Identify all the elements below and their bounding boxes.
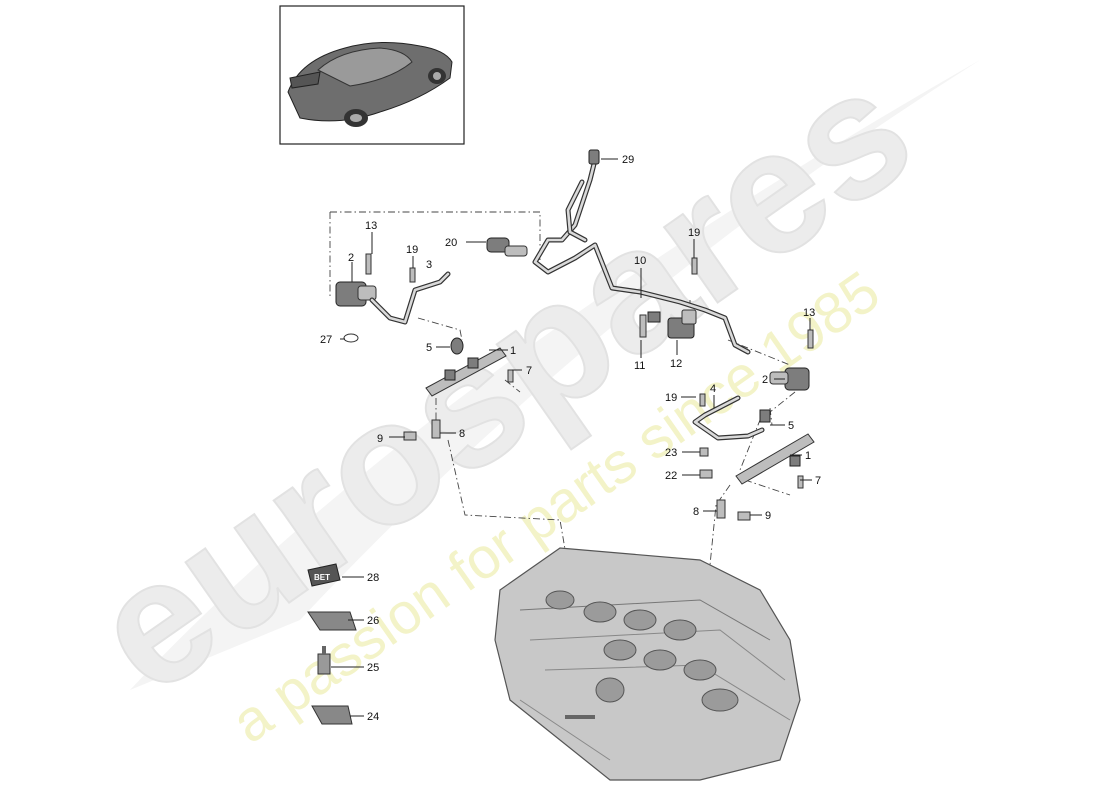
engine-block <box>494 547 801 781</box>
callout-2: 2 <box>348 252 354 264</box>
callout-10: 10 <box>634 255 646 267</box>
callout-3: 3 <box>426 259 432 271</box>
callout-28: 28 <box>367 572 379 584</box>
callout-26: 26 <box>367 615 379 627</box>
callout-labels: 29 13 19 3 20 2 27 5 1 7 9 8 10 19 11 12… <box>320 154 821 723</box>
callout-8: 8 <box>693 506 699 518</box>
callout-5: 5 <box>788 420 794 432</box>
part-26 <box>307 611 357 631</box>
pressure-sensor-12 <box>639 257 698 339</box>
callout-27: 27 <box>320 334 332 346</box>
car-thumbnail <box>279 5 465 145</box>
callout-7: 7 <box>815 475 821 487</box>
callout-25: 25 <box>367 662 379 674</box>
callout-11: 11 <box>634 360 645 372</box>
callout-29: 29 <box>622 154 634 166</box>
callout-5: 5 <box>426 342 432 354</box>
fuel-line-10 <box>532 149 751 355</box>
callout-19: 19 <box>688 227 700 239</box>
fuel-rail-left <box>403 337 514 441</box>
fuel-rail-right <box>692 393 815 521</box>
callout-9: 9 <box>765 510 771 522</box>
callout-4: 4 <box>710 383 716 395</box>
callout-1: 1 <box>510 345 516 357</box>
callout-20: 20 <box>445 237 457 249</box>
accessory-tag: BET <box>314 573 330 582</box>
callout-1: 1 <box>805 450 811 462</box>
callout-19: 19 <box>406 244 418 256</box>
callout-9: 9 <box>377 433 383 445</box>
callout-2: 2 <box>762 374 768 386</box>
part-28: BET <box>307 563 341 587</box>
callout-22: 22 <box>665 470 677 482</box>
part-20 <box>486 237 528 257</box>
callout-23: 23 <box>665 447 677 459</box>
leader-lines <box>331 158 812 717</box>
hp-pump-left <box>335 253 451 343</box>
callout-19: 19 <box>665 392 677 404</box>
callout-13: 13 <box>365 220 377 232</box>
callout-12: 12 <box>670 358 682 370</box>
part-24 <box>311 705 353 725</box>
callout-13: 13 <box>803 307 815 319</box>
part-25 <box>317 646 331 675</box>
callout-24: 24 <box>367 711 379 723</box>
car-illustration <box>287 41 453 127</box>
callout-8: 8 <box>459 428 465 440</box>
accessories: BET <box>307 563 357 725</box>
callout-7: 7 <box>526 365 532 377</box>
